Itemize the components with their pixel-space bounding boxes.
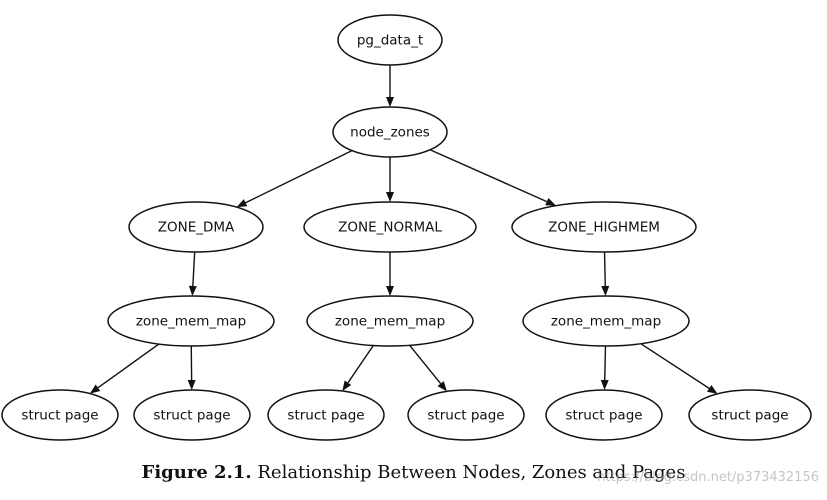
node-page_highmem_1: struct page (545, 389, 663, 441)
arrowhead (386, 97, 394, 107)
edge-mem_map_normal-to-page_normal_2 (409, 344, 447, 392)
node-label: zone_mem_map (136, 314, 246, 330)
node-ellipse (511, 201, 697, 253)
figure-caption-text: Relationship Between Nodes, Zones and Pa… (257, 462, 686, 483)
node-zone_highmem: ZONE_HIGHMEM (511, 201, 697, 253)
node-page_highmem_2: struct page (688, 389, 812, 441)
edge-mem_map_dma-to-page_dma_1 (89, 343, 160, 394)
arrowhead (437, 381, 447, 392)
node-ellipse (306, 295, 474, 347)
edge-mem_map_dma-to-page_dma_2 (187, 345, 196, 391)
node-ellipse (688, 389, 812, 441)
edges-layer (89, 65, 718, 394)
arrowhead (188, 285, 197, 297)
edge-node_zones-to-zone_normal (386, 157, 394, 202)
edge-node_zones-to-zone_highmem (429, 149, 556, 206)
node-ellipse (1, 389, 119, 441)
node-page_dma_2: struct page (133, 389, 251, 441)
node-ellipse (267, 389, 385, 441)
arrowhead (601, 285, 610, 297)
node-ellipse (332, 106, 448, 158)
edge-line (603, 251, 606, 287)
node-label: struct page (427, 408, 504, 424)
node-label: ZONE_NORMAL (338, 220, 442, 236)
arrowhead (386, 286, 394, 296)
node-ellipse (522, 295, 690, 347)
edge-line (192, 251, 196, 287)
watermark-url: https://blog.csdn.net/p373432156 (597, 470, 819, 485)
node-label: ZONE_DMA (158, 220, 235, 236)
node-label: ZONE_HIGHMEM (548, 220, 660, 236)
node-label: zone_mem_map (551, 314, 661, 330)
edge-line (97, 343, 160, 389)
node-ellipse (337, 14, 443, 66)
node-label: pg_data_t (357, 33, 423, 49)
edge-zone_normal-to-mem_map_normal (386, 252, 394, 296)
edge-line (409, 344, 442, 385)
node-ellipse (407, 389, 525, 441)
arrowhead (545, 197, 556, 206)
node-ellipse (107, 295, 275, 347)
arrowhead (89, 384, 101, 394)
node-label: struct page (711, 408, 788, 424)
node-mem_map_highmem: zone_mem_map (522, 295, 690, 347)
node-ellipse (303, 201, 477, 253)
node-label: struct page (287, 408, 364, 424)
node-label: struct page (153, 408, 230, 424)
node-label: node_zones (350, 125, 430, 141)
arrowhead (707, 385, 718, 394)
edge-line (429, 149, 548, 203)
figure-caption: Figure 2.1. Relationship Between Nodes, … (0, 462, 827, 483)
node-label: zone_mem_map (335, 314, 445, 330)
node-zone_dma: ZONE_DMA (128, 201, 264, 253)
node-mem_map_dma: zone_mem_map (107, 295, 275, 347)
node-page_normal_2: struct page (407, 389, 525, 441)
arrowhead (600, 379, 609, 391)
edge-line (245, 149, 353, 204)
node-label: struct page (21, 408, 98, 424)
node-ellipse (133, 389, 251, 441)
node-pg_data_t: pg_data_t (337, 14, 443, 66)
edge-zone_dma-to-mem_map_dma (188, 251, 197, 297)
node-page_normal_1: struct page (267, 389, 385, 441)
edge-zone_highmem-to-mem_map_highmem (601, 251, 610, 297)
arrowhead (236, 199, 248, 208)
figure-label: Figure 2.1. (141, 462, 252, 483)
edge-mem_map_highmem-to-page_highmem_1 (600, 345, 609, 391)
node-ellipse (545, 389, 663, 441)
edge-line (604, 345, 607, 381)
edge-line (347, 345, 374, 384)
edge-pg_data_t-to-node_zones (386, 65, 394, 107)
edge-node_zones-to-zone_dma (236, 149, 353, 208)
node-mem_map_normal: zone_mem_map (306, 295, 474, 347)
edge-line (640, 343, 710, 389)
node-page_dma_1: struct page (1, 389, 119, 441)
arrowhead (342, 380, 352, 392)
node-ellipse (128, 201, 264, 253)
node-zone_normal: ZONE_NORMAL (303, 201, 477, 253)
edge-mem_map_normal-to-page_normal_1 (342, 345, 374, 392)
edge-mem_map_highmem-to-page_highmem_2 (640, 343, 718, 394)
node-node_zones: node_zones (332, 106, 448, 158)
arrowhead (187, 379, 196, 391)
node-label: struct page (565, 408, 642, 424)
arrowhead (386, 192, 394, 202)
